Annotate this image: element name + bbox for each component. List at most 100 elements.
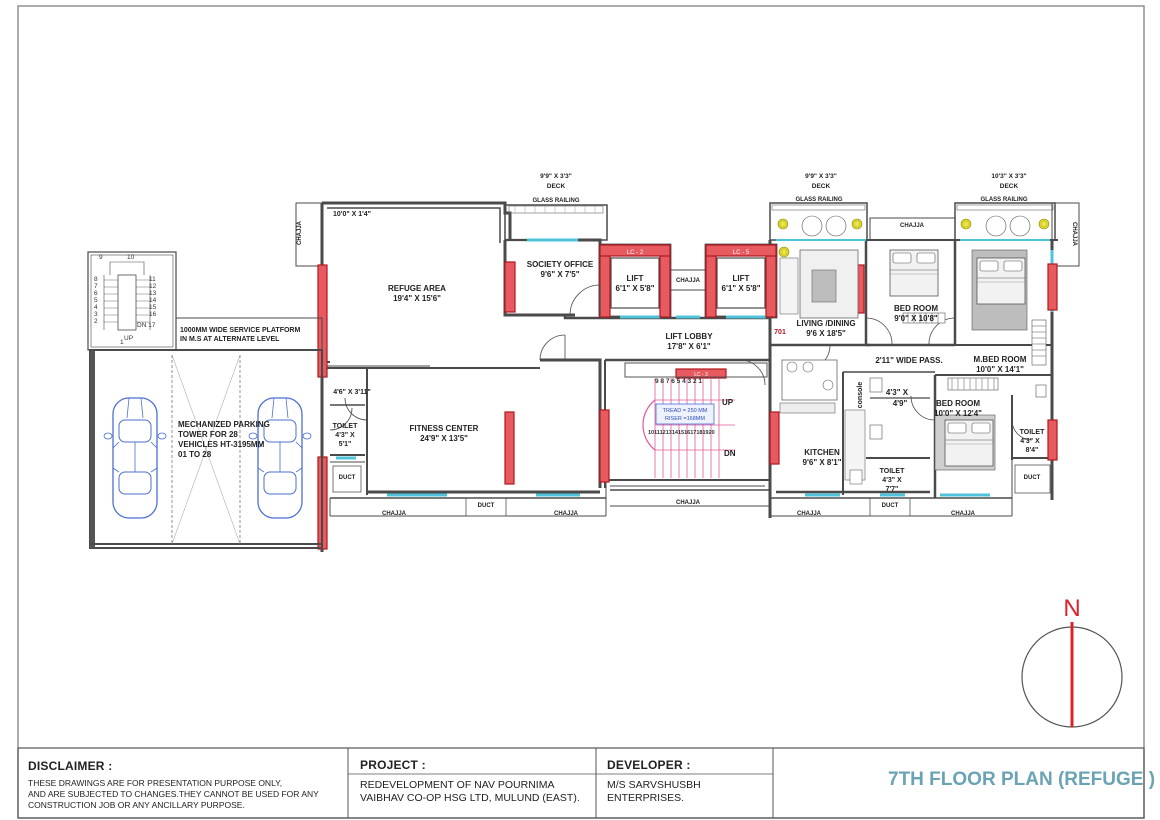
external-stair-numbers: 9 10 8 7 6 5 4 3 2 11 12 13 14 15 16 DN …: [94, 254, 157, 346]
ext-step-13: 13: [149, 290, 157, 297]
parking-label-4: 01 TO 28: [178, 450, 212, 459]
developer-text: M/S SARVSHUSBH ENTERPRISES.: [607, 779, 701, 805]
parking-label-1: MECHANIZED PARKING: [178, 420, 270, 429]
deck-3-railing: GLASS RAILING: [980, 197, 1027, 203]
structural-columns: [317, 244, 1058, 550]
parking-label-3: VEHICLES HT-3195MM: [178, 440, 265, 449]
riser-label: RISER =168MM: [665, 416, 705, 422]
developer-line-2: ENTERPRISES.: [607, 792, 685, 804]
wide-pass-label: 2'11" WIDE PASS.: [875, 356, 942, 365]
railing-hatch: [514, 206, 596, 213]
service-platform: 1000MM WIDE SERVICE PLATFORM IN M.S AT A…: [175, 317, 323, 351]
chajja-bottom-2: CHAJJA: [554, 511, 579, 517]
toilet-2-size-a: 4'3" X: [882, 477, 902, 484]
column-tags: LC - 2 LC - 5 LC - 3: [627, 250, 750, 378]
lift-1-label: LIFT: [627, 274, 644, 283]
title-block-frame: [17, 747, 1145, 819]
stair-up-label: UP: [722, 398, 734, 407]
m-bed-room-size: 10'0" X 14'1": [976, 365, 1024, 374]
refuge-area-label: REFUGE AREA: [388, 284, 446, 293]
toilet-1-size-b: 5'1": [339, 441, 352, 448]
disclaimer-line-3: CONSTRUCTION JOB OR ANY ANCILLARY PURPOS…: [28, 800, 245, 810]
service-platform-text-2: IN M.S AT ALTERNATE LEVEL: [180, 336, 280, 343]
kitchen-label: KITCHEN: [804, 448, 840, 457]
passage-size-a: 4'3" X: [886, 388, 909, 397]
bed-bedroom-2: [944, 419, 994, 467]
room-labels: REFUGE AREA 19'4" X 15'6" SOCIETY OFFICE…: [388, 260, 1027, 467]
deck-2-railing: GLASS RAILING: [795, 197, 842, 203]
toilet-1-size-a: 4'3" X: [335, 432, 355, 439]
bed-room-2-size: 10'0" X 12'4": [934, 409, 982, 418]
lc5-label: LC - 5: [733, 250, 750, 256]
lift-lobby-size: 17'8" X 6'1": [667, 342, 711, 351]
disclaimer-line-1: THESE DRAWINGS ARE FOR PRESENTATION PURP…: [28, 778, 283, 788]
car-left: [103, 397, 167, 519]
north-compass: N: [1021, 595, 1123, 728]
lc3-label: LC - 3: [694, 372, 708, 378]
chajja-right: CHAJJA: [1071, 222, 1077, 247]
deck-2-size: 9'9" X 3'3": [805, 173, 837, 180]
chajja-left: CHAJJA: [297, 220, 303, 245]
duct-4-label: DUCT: [1024, 475, 1041, 481]
project-line-2: VAIBHAV CO-OP HSG LTD, MULUND (EAST).: [360, 792, 580, 804]
bed-room-1-label: BED ROOM: [894, 304, 938, 313]
bed-bedroom-1: [889, 249, 939, 297]
disclaimer-heading: DISCLAIMER :: [28, 759, 113, 773]
car-right: [248, 397, 312, 519]
chajja-lift: CHAJJA: [676, 278, 701, 284]
north-label: N: [1063, 595, 1080, 622]
ext-step-11: 11: [149, 276, 156, 283]
developer-heading: DEVELOPER :: [607, 758, 691, 772]
disclaimer-line-2: AND ARE SUBJECTED TO CHANGES.THEY CANNOT…: [28, 789, 319, 799]
kitchen-size: 9'6" X 8'1": [803, 458, 842, 467]
lift-lobby-label: LIFT LOBBY: [665, 332, 713, 341]
steps-upper-label: 9 8 7 6 5 4 3 2 1: [655, 378, 702, 385]
deck-3-size: 10'3" X 3'3": [991, 173, 1026, 180]
fitness-center-size: 24'9" X 13'5": [420, 434, 468, 443]
ext-step-3: 3: [94, 311, 98, 318]
society-office-size: 9'6" X 7'5": [541, 270, 580, 279]
ext-step-12: 12: [149, 283, 157, 290]
deck-1-size: 9'9" X 3'3": [540, 173, 572, 180]
chajja-bottom-3: CHAJJA: [676, 500, 701, 506]
living-dining-label: LIVING /DINING: [796, 319, 855, 328]
ext-step-2: 2: [94, 318, 98, 325]
parking-tower: [89, 349, 323, 549]
top-strip-label: 10'0" X 1'4": [333, 211, 371, 218]
refuge-area-size: 19'4" X 15'6": [393, 294, 441, 303]
ext-step-6: 6: [94, 290, 98, 297]
duct-3-label: DUCT: [882, 503, 899, 509]
internal-staircase: TREAD = 250 MM RISER =168MM 9 8 7 6 5 4 …: [624, 362, 768, 478]
ext-step-10: 10: [127, 254, 135, 261]
developer-line-1: M/S SARVSHUSBH: [607, 779, 701, 791]
small-labels: TOILET 4'3" X 5'1" TOILET 4'3" X 7'7" TO…: [333, 211, 1045, 493]
ext-step-8: 8: [94, 276, 98, 283]
furniture: [777, 215, 1050, 485]
ext-stair-up: UP: [124, 335, 133, 342]
chajja-bottom-1: CHAJJA: [382, 511, 407, 517]
passage-size-b: 4'9": [893, 399, 908, 408]
ext-step-16: 16: [149, 311, 157, 318]
project-text: REDEVELOPMENT OF NAV POURNIMA VAIBHAV CO…: [360, 779, 580, 805]
glass-railings: [508, 204, 1054, 214]
parking-label-2: TOWER FOR 28: [178, 430, 238, 439]
duct-2-label: DUCT: [478, 503, 495, 509]
chajja-bottom-4: CHAJJA: [797, 511, 822, 517]
ext-step-dn17: DN 17: [137, 322, 156, 329]
society-office-label: SOCIETY OFFICE: [527, 260, 594, 269]
chajja-top-right: CHAJJA: [900, 223, 925, 229]
ext-step-1: 1: [120, 339, 124, 346]
lift-2-label: LIFT: [733, 274, 750, 283]
chajja-bottom-5: CHAJJA: [951, 511, 976, 517]
duct-labels: DUCT DUCT DUCT DUCT: [332, 464, 1051, 517]
deck-1-label: DECK: [547, 183, 566, 190]
parking-labels: MECHANIZED PARKING TOWER FOR 28 VEHICLES…: [178, 420, 270, 459]
chajja-labels: CHAJJA CHAJJA CHAJJA CHAJJA CHAJJA CHAJJ…: [297, 220, 1077, 517]
drawing-title: 7TH FLOOR PLAN (REFUGE ): [888, 769, 1156, 790]
flat-number-label: 701: [774, 329, 786, 336]
project-line-1: REDEVELOPMENT OF NAV POURNIMA: [360, 779, 555, 791]
ext-step-7: 7: [94, 283, 98, 290]
ext-step-15: 15: [149, 304, 157, 311]
size-4-6-label: 4'6" X 3'11": [333, 389, 371, 396]
